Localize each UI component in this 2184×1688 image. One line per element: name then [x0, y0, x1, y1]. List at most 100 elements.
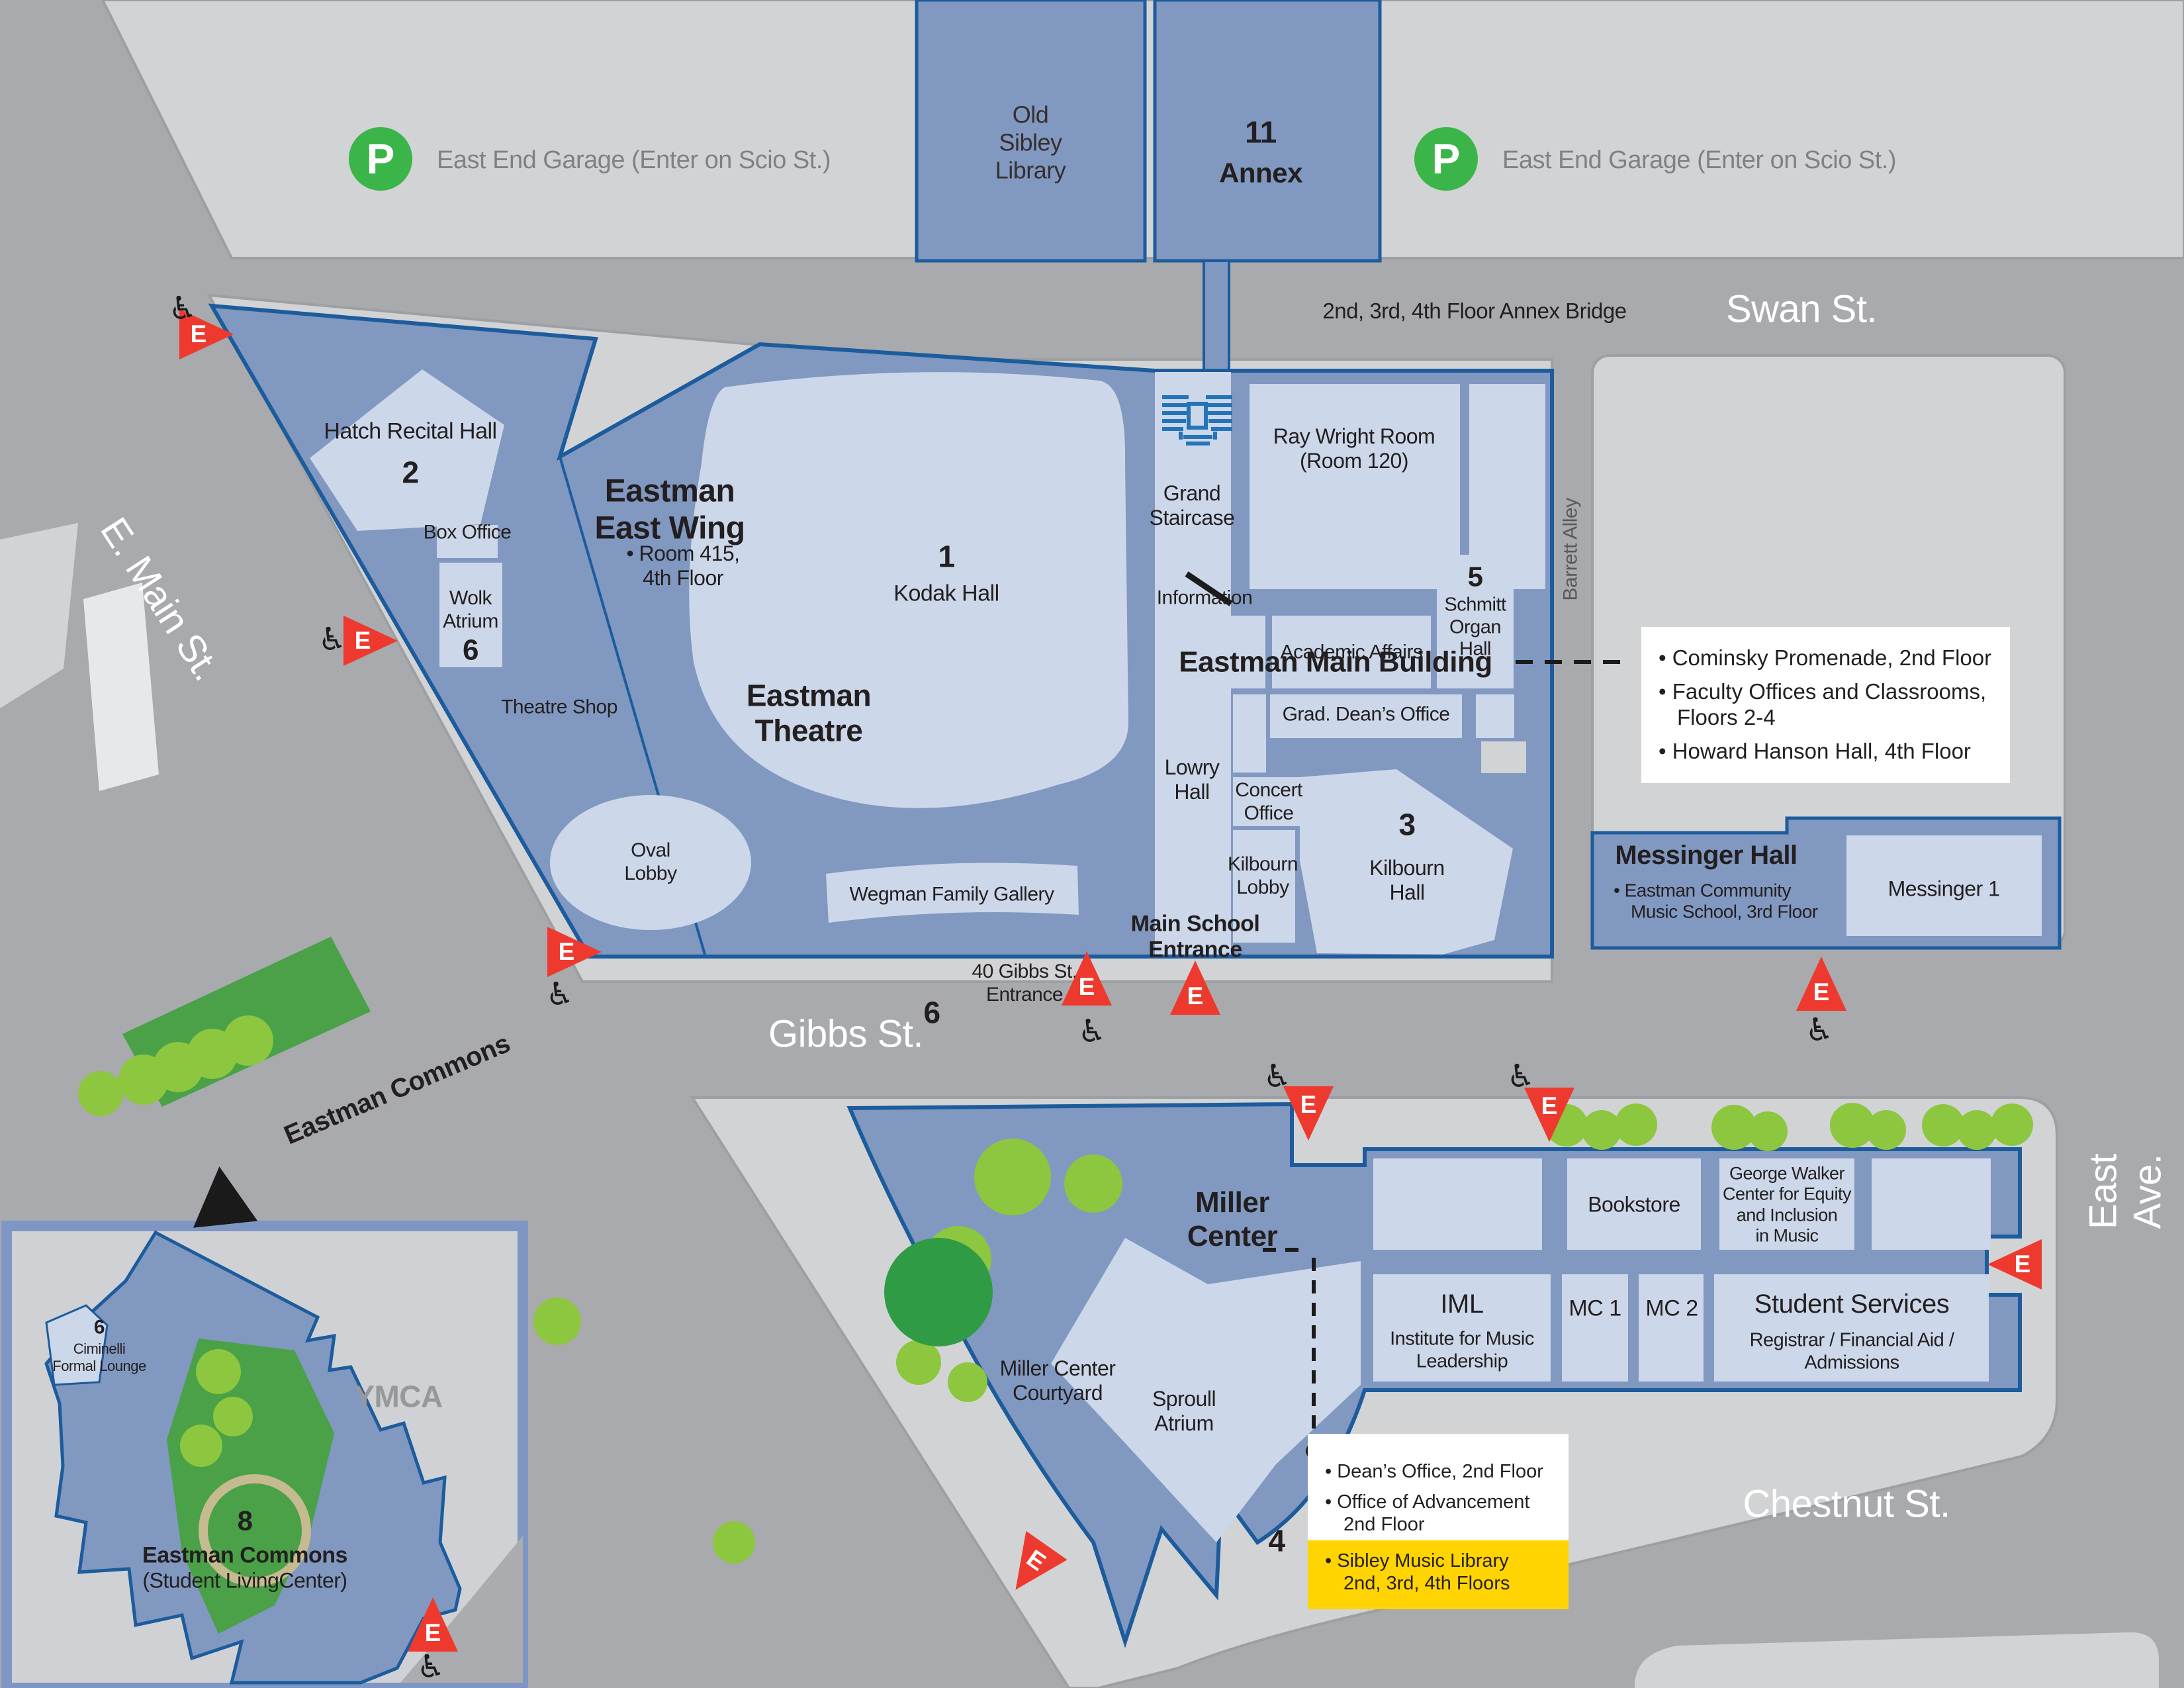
grad-dean-office-shape: [1270, 694, 1462, 738]
iml-shape: [1373, 1274, 1551, 1382]
garage-label-east: East End Garage (Enter on Scio St.): [1502, 146, 1897, 174]
gibbs-street-label: Gibbs St.: [768, 1012, 924, 1056]
student-services-shape: [1714, 1274, 1989, 1382]
wheelchair-icon: ♿: [1805, 1011, 1834, 1049]
ciminelli-shape: [45, 1304, 109, 1386]
old-sibley-library-shape: [915, 0, 1147, 263]
east-ave-label: East Ave.: [2081, 1153, 2169, 1230]
garage-label-west: East End Garage (Enter on Scio St.): [437, 146, 831, 174]
schmitt-number: 5: [1467, 561, 1483, 592]
wheelchair-icon: ♿: [168, 290, 197, 327]
wheelchair-icon: ♿: [1506, 1058, 1535, 1095]
mc2-label: MC 2: [1645, 1295, 1698, 1321]
academic-affairs-label: Academic Affairs: [1280, 641, 1423, 663]
kilbourn-lobby-label: Kilbourn Lobby: [1227, 853, 1298, 898]
gibbs-entrance-label: 40 Gibbs St. Entrance: [972, 961, 1077, 1006]
ray-wright-label: Ray Wright Room (Room 120): [1273, 424, 1435, 473]
mc1-shape: [1562, 1274, 1628, 1382]
academic-affairs-shape: [1272, 616, 1431, 688]
old-sibley-library-label: Old Sibley Library: [995, 101, 1066, 183]
trees: [78, 1015, 2033, 1564]
ray-wright-shape: [1250, 384, 1460, 589]
wegman-gallery-label: Wegman Family Gallery: [849, 883, 1054, 906]
kilbourn-hall-shape: [1300, 769, 1513, 955]
sproull-atrium-shape: [1051, 1238, 1361, 1542]
iml-label: Institute for Music Leadership: [1390, 1328, 1534, 1372]
miller-number: 4: [1268, 1523, 1285, 1558]
inset-trees: [180, 1349, 253, 1467]
main-building-callout: • Cominsky Promenade, 2nd Floor • Facult…: [1641, 627, 2010, 783]
eastman-commons-sub: (Student LivingCenter): [142, 1568, 347, 1593]
east-wing-note: • Room 415, 4th Floor: [626, 541, 740, 590]
information-label: Information: [1156, 586, 1253, 609]
hatch-recital-hall-shape: [310, 369, 504, 531]
room-small-shape: [1229, 616, 1265, 688]
room-row2-shape: [1872, 1158, 1991, 1250]
room-row-shape: [1373, 1158, 1542, 1250]
messinger1-shape: [1846, 835, 2042, 936]
ymca-label: YMCA: [354, 1379, 443, 1414]
student-services-label: Student Services: [1754, 1289, 1950, 1319]
mc2-shape: [1639, 1274, 1704, 1382]
barrett-alley-label: Barrett Alley: [1559, 498, 1582, 601]
parking-icon: P: [1414, 127, 1478, 191]
annex-bridge-label: 2nd, 3rd, 4th Floor Annex Bridge: [1322, 298, 1627, 323]
iml-abbr: IML: [1440, 1289, 1484, 1319]
inset-path-ring: [199, 1474, 311, 1587]
oval-lobby-label: Oval Lobby: [624, 839, 677, 884]
room-small2-shape: [1233, 694, 1266, 773]
messinger-hall-label: Messinger Hall: [1615, 840, 1797, 870]
inset-panel: [1, 1221, 528, 1688]
east-wing-label: Eastman East Wing: [594, 473, 745, 545]
student-services-sub: Registrar / Financial Aid / Admissions: [1749, 1329, 1954, 1373]
box-office-label: Box Office: [423, 521, 512, 543]
grand-staircase-label: Grand Staircase: [1149, 481, 1235, 530]
west-steps: [83, 583, 159, 791]
main-school-entrance-label: Main School Entrance: [1130, 911, 1260, 962]
bookstore-shape: [1567, 1158, 1701, 1250]
ciminelli-number: 6: [93, 1316, 105, 1338]
kilbourn-hall-label: Kilbourn Hall: [1369, 855, 1445, 904]
courtyard-tree-dark: [884, 1238, 993, 1346]
wolk-atrium-shape: [439, 563, 502, 667]
hatch-recital-hall-number: 2: [402, 455, 419, 490]
kodak-hall-number: 1: [938, 539, 955, 574]
callout-connectors: [1263, 660, 1629, 1431]
wheelchair-icon: ♿: [545, 976, 574, 1013]
wolk-atrium-label: Wolk Atrium: [443, 587, 498, 632]
eastman-commons-number: 8: [237, 1505, 253, 1536]
george-walker-label: George Walker Center for Equity and Incl…: [1722, 1163, 1852, 1246]
miller-center-label: Miller Center: [1187, 1186, 1278, 1252]
west-lot: [0, 523, 78, 708]
annex-bridge-shape: [1203, 259, 1230, 377]
wheelchair-icon: ♿: [318, 621, 347, 658]
hatch-recital-hall-label: Hatch Recital Hall: [324, 418, 497, 444]
annex-label: Annex: [1219, 157, 1302, 189]
wheelchair-icon: ♿: [1263, 1058, 1292, 1095]
swan-street-label: Swan St.: [1725, 287, 1878, 331]
sproull-atrium-label: Sproull Atrium: [1152, 1386, 1216, 1435]
messinger1-label: Messinger 1: [1888, 876, 2000, 901]
callout-line: • Cominsky Promenade, 2nd Floor: [1659, 645, 1992, 670]
parking-icon: P: [349, 127, 412, 191]
southeast-lot: [1634, 1632, 2159, 1688]
ciminelli-sub: Formal Lounge: [52, 1358, 146, 1375]
kilbourn-hall-number: 3: [1398, 807, 1416, 842]
callout-line: • Faculty Offices and Classrooms, Floors…: [1659, 679, 1987, 729]
kodak-hall-label: Kodak Hall: [893, 581, 999, 606]
concert-office-label: Concert Office: [1235, 779, 1302, 824]
schmitt-label: Schmitt Organ Hall: [1444, 594, 1506, 660]
information-pointer: [1185, 571, 1233, 606]
box-office-shape: [437, 525, 498, 558]
messinger-note: • Eastman Community Music School, 3rd Fl…: [1614, 880, 1818, 922]
oval-lobby-shape: [550, 795, 751, 930]
callout-line: • Office of Advancement 2nd Floor: [1325, 1491, 1530, 1536]
grad-dean-office-label: Grad. Dean’s Office: [1282, 703, 1450, 726]
kilbourn-lobby-shape: [1233, 830, 1295, 943]
callout-line-highlighted: • Sibley Music Library 2nd, 3rd, 4th Flo…: [1308, 1540, 1569, 1610]
staircase-icon: [1162, 395, 1232, 445]
staircase-lowry-shape: [1155, 372, 1231, 955]
kodak-hall-shape: [689, 372, 1129, 808]
